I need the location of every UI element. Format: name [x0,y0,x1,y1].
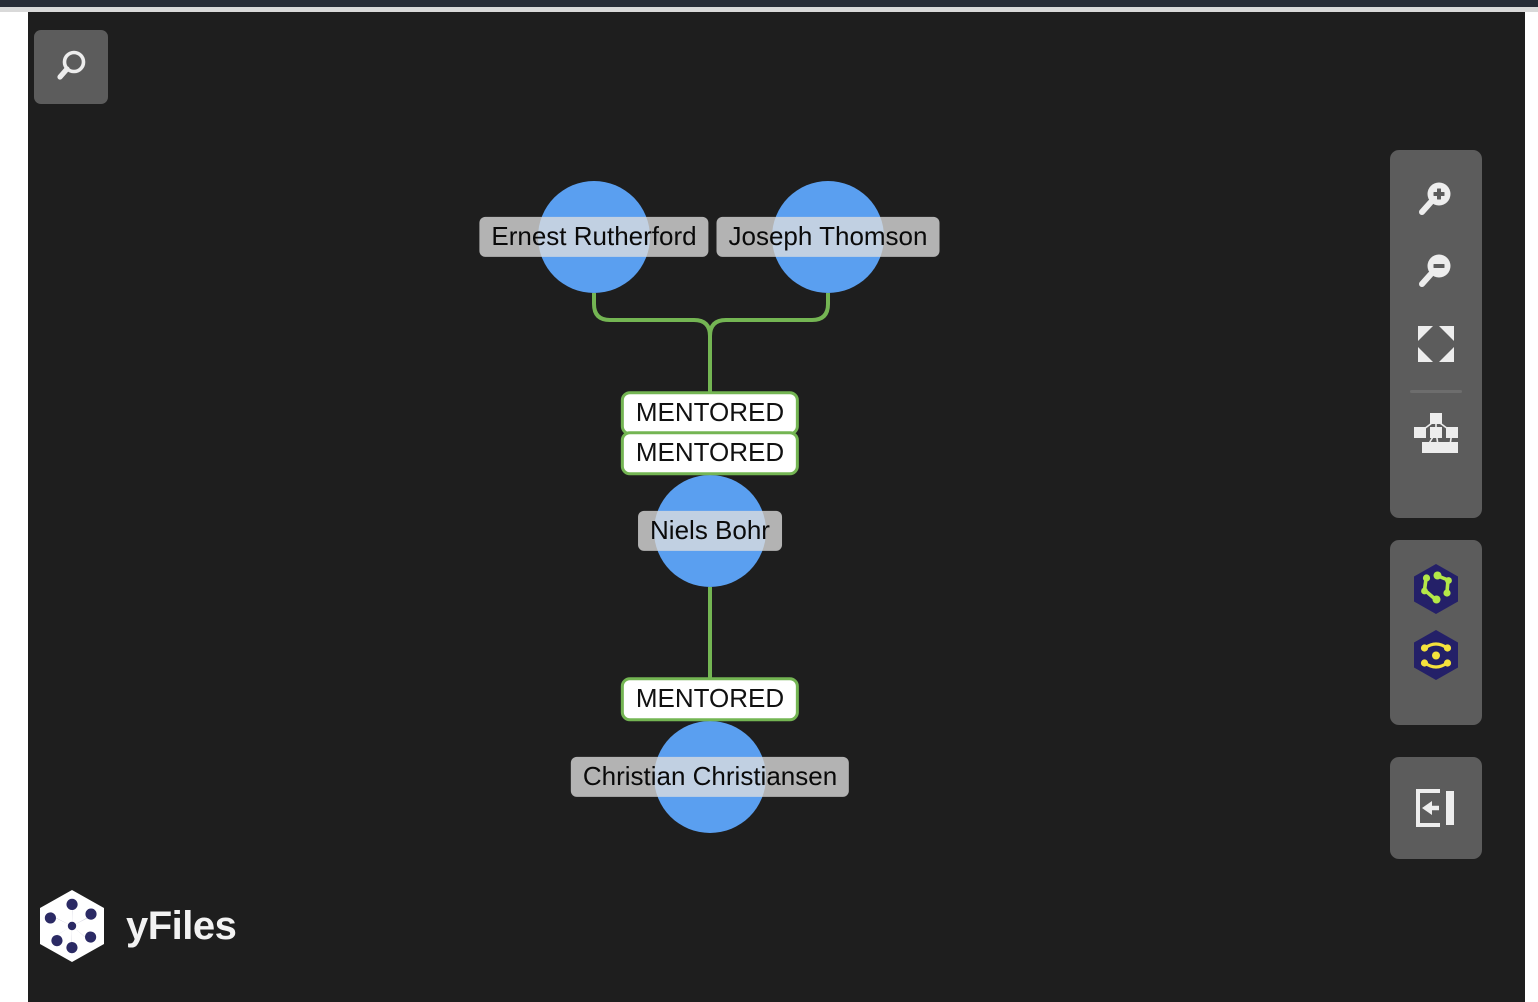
graph-canvas[interactable]: Ernest Rutherford Joseph Thomson Niels B… [28,12,1525,1002]
zoom-in-icon [1419,182,1451,215]
collapse-panel-button[interactable] [1400,772,1472,844]
search-button[interactable] [34,30,108,104]
yfiles-logo: yFiles [36,888,237,964]
radial-layout-button[interactable] [1400,622,1472,688]
fit-content-button[interactable] [1400,308,1472,380]
zoom-in-button[interactable] [1400,164,1472,236]
zoom-out-button[interactable] [1400,236,1472,308]
zoom-toolbar [1390,150,1482,518]
yfiles-logo-text: yFiles [126,903,237,948]
node-label-rutherford[interactable]: Ernest Rutherford [479,216,709,258]
fit-content-icon [1418,326,1454,362]
search-icon [57,50,86,80]
window-chrome-divider [0,7,1538,12]
yfiles-logo-mark-icon [40,890,104,962]
edge-label-mentored-1[interactable]: MENTORED [620,391,800,435]
organic-layout-icon [1414,564,1458,614]
collapse-panel-icon [1416,789,1454,827]
edge-label-mentored-2[interactable]: MENTORED [620,431,800,475]
hierarchic-layout-icon [1414,413,1458,453]
toolbar-divider [1410,390,1462,393]
graph-svg [538,181,884,833]
hierarchic-layout-button[interactable] [1400,397,1472,469]
node-label-christiansen[interactable]: Christian Christiansen [570,756,850,798]
zoom-out-icon [1419,254,1451,287]
organic-layout-button[interactable] [1400,556,1472,622]
radial-layout-icon [1414,630,1458,680]
edge-label-mentored-3[interactable]: MENTORED [620,677,800,721]
node-label-thomson[interactable]: Joseph Thomson [716,216,940,258]
edge-thomson-bohr[interactable] [708,293,830,475]
layout-toolbar [1390,540,1482,725]
window-chrome-strip [0,0,1538,7]
collapse-toolbar [1390,757,1482,859]
node-label-bohr[interactable]: Niels Bohr [638,510,782,552]
